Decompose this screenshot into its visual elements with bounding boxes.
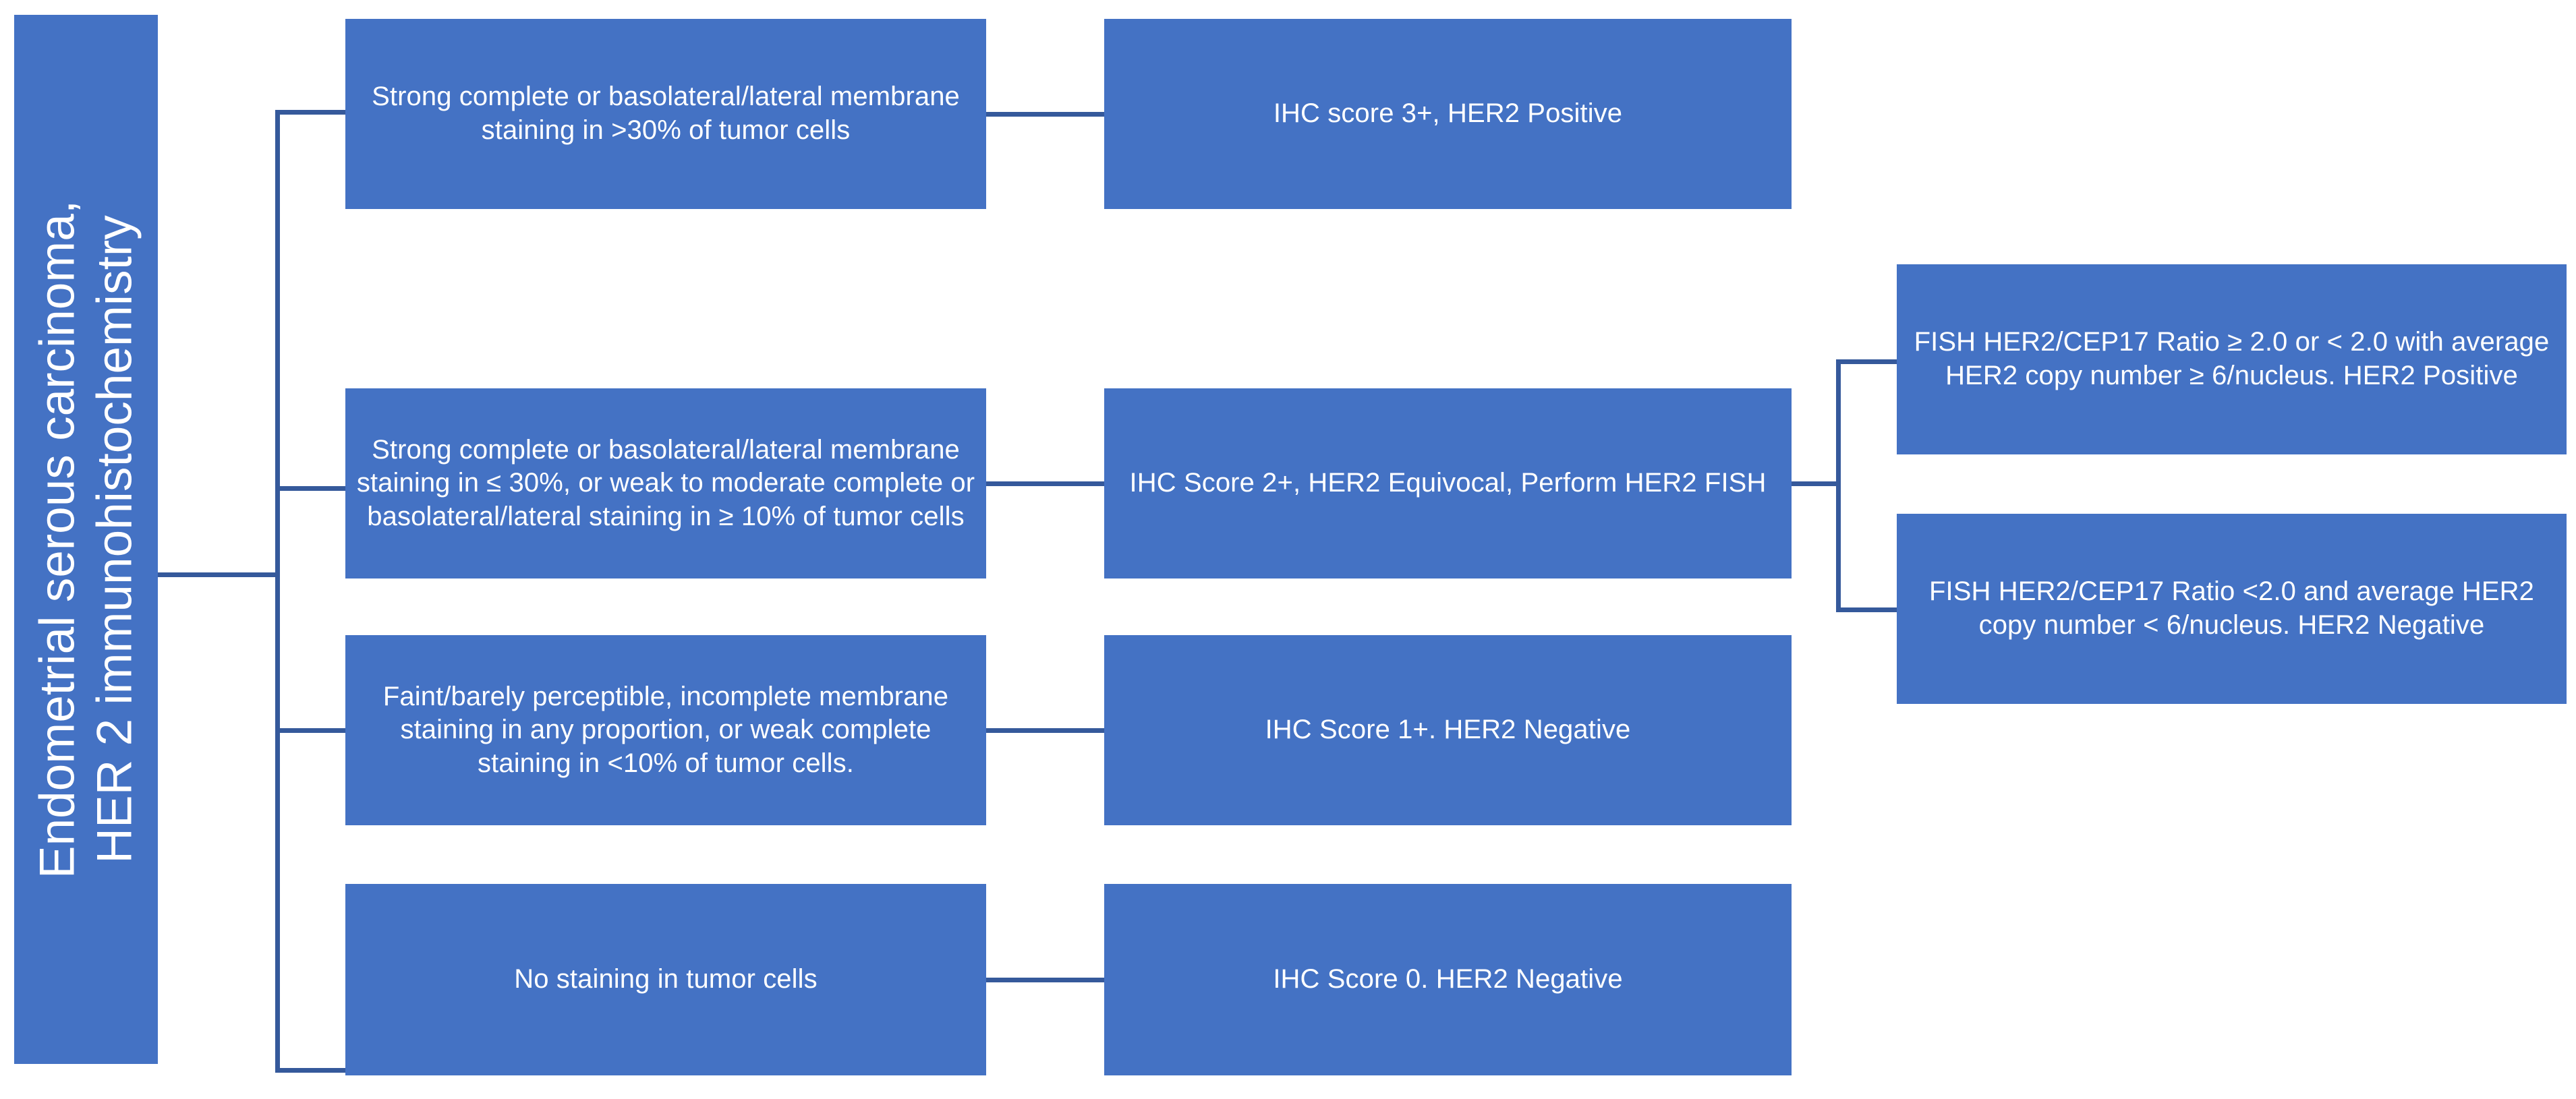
edge-trunk-to-criteria-3plus xyxy=(275,110,345,115)
result-box-0[interactable]: IHC Score 0. HER2 Negative xyxy=(1104,884,1792,1075)
edge-result-2plus-to-fish-trunk xyxy=(1792,481,1841,486)
criteria-label-0: No staining in tumor cells xyxy=(514,964,818,994)
criteria-label-3plus: Strong complete or basolateral/lateral m… xyxy=(372,82,960,145)
criteria-box-0[interactable]: No staining in tumor cells xyxy=(345,884,986,1075)
result-box-2plus[interactable]: IHC Score 2+, HER2 Equivocal, Perform HE… xyxy=(1104,388,1792,578)
result-box-3plus[interactable]: IHC score 3+, HER2 Positive xyxy=(1104,19,1792,209)
result-label-1plus: IHC Score 1+. HER2 Negative xyxy=(1265,715,1631,745)
result-label-0: IHC Score 0. HER2 Negative xyxy=(1273,964,1623,994)
edge-fish-trunk-vertical xyxy=(1836,359,1841,612)
edge-trunk-to-criteria-1plus xyxy=(275,728,345,733)
result-label-2plus: IHC Score 2+, HER2 Equivocal, Perform HE… xyxy=(1129,468,1767,498)
criteria-box-3plus[interactable]: Strong complete or basolateral/lateral m… xyxy=(345,19,986,209)
criteria-label-2plus: Strong complete or basolateral/lateral m… xyxy=(356,434,975,531)
result-label-3plus: IHC score 3+, HER2 Positive xyxy=(1273,98,1623,129)
edge-fish-trunk-to-negative xyxy=(1836,607,1899,612)
criteria-label-1plus: Faint/barely perceptible, incomplete mem… xyxy=(382,681,949,778)
result-box-1plus[interactable]: IHC Score 1+. HER2 Negative xyxy=(1104,635,1792,825)
fish-outcome-box-negative[interactable]: FISH HER2/CEP17 Ratio <2.0 and average H… xyxy=(1897,514,2567,704)
criteria-box-2plus[interactable]: Strong complete or basolateral/lateral m… xyxy=(345,388,986,578)
edge-criteria-2plus-to-result xyxy=(985,481,1104,486)
edge-trunk-to-criteria-2plus xyxy=(275,486,345,491)
fish-outcome-label-positive: FISH HER2/CEP17 Ratio ≥ 2.0 or < 2.0 wit… xyxy=(1914,327,2550,390)
edge-fish-trunk-to-positive xyxy=(1836,359,1899,364)
edge-criteria-0-to-result xyxy=(985,978,1104,982)
fish-outcome-box-positive[interactable]: FISH HER2/CEP17 Ratio ≥ 2.0 or < 2.0 wit… xyxy=(1897,264,2567,454)
diagram-title-banner: Endometrial serous carcinoma, HER 2 immu… xyxy=(14,15,158,1064)
edge-criteria-1plus-to-result xyxy=(985,728,1104,733)
diagram-title-text: Endometrial serous carcinoma, HER 2 immu… xyxy=(29,200,142,879)
edge-root-to-trunk xyxy=(158,572,280,577)
edge-trunk-to-criteria-0 xyxy=(275,1068,345,1073)
fish-outcome-label-negative: FISH HER2/CEP17 Ratio <2.0 and average H… xyxy=(1929,576,2534,640)
criteria-box-1plus[interactable]: Faint/barely perceptible, incomplete mem… xyxy=(345,635,986,825)
edge-criteria-3plus-to-result xyxy=(985,112,1104,117)
edge-root-trunk-vertical xyxy=(275,110,280,1073)
